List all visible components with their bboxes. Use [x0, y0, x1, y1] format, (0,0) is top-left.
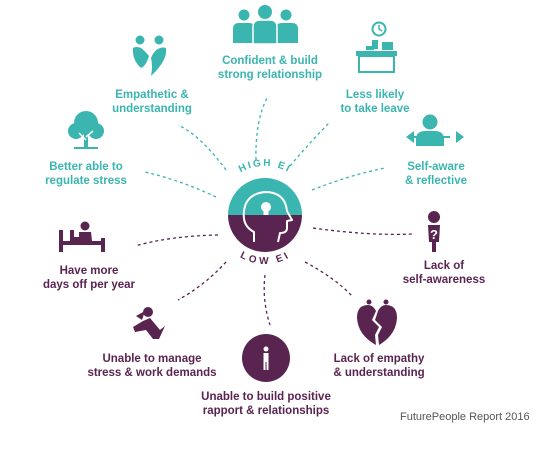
label-line: Empathetic & [115, 89, 189, 101]
label-line: Lack of empathy [333, 353, 425, 365]
center-circle: HIGH EI LOW EI [228, 158, 302, 267]
label-line: days off per year [42, 279, 136, 291]
label-empathetic: Empathetic & understanding [102, 88, 202, 116]
svg-text:?: ? [430, 227, 438, 242]
sick-bed-icon [59, 221, 105, 252]
label-selfawareness: Lack of self-awareness [396, 259, 492, 287]
label-manage: Unable to manage stress & work demands [82, 352, 222, 380]
label-line: Better able to [49, 161, 123, 173]
lone-person-icon [263, 346, 269, 370]
label-line: Unable to manage [102, 353, 202, 365]
connector-confident [255, 95, 269, 161]
label-line: & understanding [333, 367, 425, 379]
label-line: Lack of [423, 260, 465, 272]
team-icon [233, 5, 298, 45]
desk-clock-icon [356, 21, 397, 73]
question-person-icon: ? [428, 211, 440, 252]
label-line: stress & work demands [87, 367, 217, 379]
connector-leave [289, 121, 331, 167]
low-ei-label: LOW EI [238, 250, 292, 267]
source-credit: FuturePeople Report 2016 [400, 411, 530, 423]
label-line: Have more [59, 265, 119, 277]
label-line: Self-aware [407, 161, 465, 173]
label-line: understanding [112, 103, 192, 115]
connector-rapport [263, 274, 271, 326]
stressed-person-icon [133, 307, 165, 339]
label-empathy: Lack of empathy & understanding [326, 352, 432, 380]
label-rapport: Unable to build positive rapport & relat… [190, 390, 342, 418]
hearts-icon [132, 35, 167, 76]
label-stress: Better able to regulate stress [40, 160, 132, 188]
broken-heart-icon [357, 299, 397, 345]
label-line: to take leave [340, 103, 410, 115]
label-line: Confident & build [222, 55, 318, 67]
label-line: self-awareness [402, 274, 486, 286]
head-lightbulb-icon [242, 191, 293, 243]
label-line: Unable to build positive [201, 391, 331, 403]
label-line: regulate stress [45, 175, 127, 187]
label-line: rapport & relationships [202, 405, 330, 417]
connector-empathetic [177, 124, 227, 171]
connector-selfawareness [312, 227, 413, 236]
connector-manage [177, 261, 227, 301]
connector-lines [134, 95, 413, 326]
label-selfaware: Self-aware & reflective [396, 160, 476, 188]
high-ei-label: HIGH EI [237, 158, 293, 175]
label-daysoff: Have more days off per year [34, 264, 144, 292]
connector-empathy [304, 261, 353, 297]
tree-icon [68, 111, 104, 149]
self-aware-person-icon [406, 114, 464, 146]
lone-person-circle [242, 334, 290, 382]
connector-stress [144, 171, 217, 198]
connector-selfaware [311, 167, 386, 191]
label-confident: Confident & build strong relationship [208, 54, 332, 82]
connector-daysoff [134, 234, 219, 247]
label-line: Less likely [345, 89, 405, 101]
label-line: strong relationship [217, 69, 323, 81]
label-line: & reflective [404, 175, 467, 187]
label-leave: Less likely to take leave [330, 88, 420, 116]
